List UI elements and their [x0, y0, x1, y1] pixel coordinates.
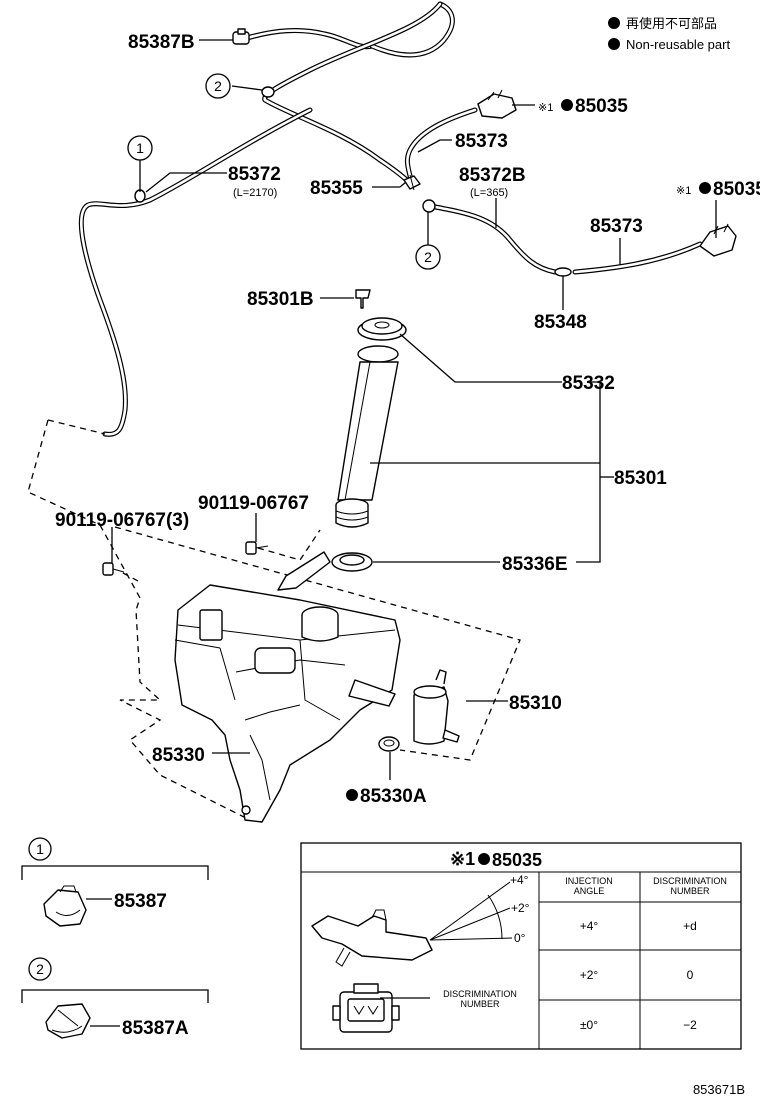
- legend-dot-icon: [608, 17, 620, 29]
- row1-number: +d: [683, 919, 697, 933]
- clamp-callout-2-mid: [422, 199, 436, 213]
- non-reusable-dot-icon: [346, 789, 358, 801]
- label-85348: 85348: [534, 312, 587, 333]
- row2-angle: +2°: [580, 968, 599, 982]
- label-85372-length: (L=2170): [233, 187, 277, 199]
- svg-text:1: 1: [36, 841, 44, 857]
- non-reusable-dot-icon: [561, 99, 573, 111]
- row1-angle: +4°: [580, 919, 599, 933]
- legend-jp: 再使用不可部品: [626, 16, 717, 31]
- label-85035-right: 85035: [713, 179, 760, 200]
- row2-number: 0: [687, 968, 694, 982]
- hose-85373-top: [404, 107, 478, 188]
- clamp-85387-detail: [43, 885, 87, 927]
- col-header-number-2: NUMBER: [670, 886, 710, 896]
- table-title-part: 85035: [492, 850, 542, 870]
- note-mark-top: ※1: [538, 102, 553, 114]
- discrim-label-1: DISCRIMINATION: [443, 989, 517, 999]
- grommet-85336E: [331, 552, 373, 572]
- nozzle-table: ※1 85035 INJECTION ANGLE DISCRIMINATION …: [300, 842, 742, 1050]
- svg-text:2: 2: [214, 78, 222, 94]
- col-header-angle-1: INJECTION: [565, 876, 613, 886]
- nozzle-side-view: [311, 881, 513, 967]
- row3-angle: ±0°: [580, 1018, 598, 1032]
- pump-85310: [413, 669, 460, 745]
- legend-dot-icon: [608, 38, 620, 50]
- row3-number: −2: [683, 1018, 697, 1032]
- legend-en: Non-reusable part: [626, 37, 730, 52]
- joint-85348: [554, 267, 572, 277]
- svg-text:1: 1: [136, 140, 144, 156]
- hose-85373-right: [572, 241, 703, 275]
- figure-id: 853671B: [693, 1082, 745, 1097]
- label-90119-a: 90119-06767: [198, 493, 309, 514]
- non-reusable-dot-icon: [478, 853, 490, 865]
- hose-85372B: [422, 202, 558, 275]
- label-85373-right: 85373: [590, 216, 643, 237]
- label-85387: 85387: [114, 891, 167, 912]
- label-85336E: 85336E: [502, 554, 568, 575]
- note-mark-right: ※1: [676, 185, 691, 197]
- label-90119-b: 90119-06767(3): [55, 510, 189, 531]
- clamp-callout-2-top: [261, 86, 275, 98]
- filler-neck-85301: [335, 361, 399, 528]
- legend: 再使用不可部品 Non-reusable part: [608, 16, 730, 52]
- callout-circle-1: 1: [127, 135, 153, 161]
- label-85330A: 85330A: [360, 786, 427, 807]
- detail-2: 2 85387A: [21, 957, 209, 1039]
- leader-lines: [111, 39, 717, 780]
- label-85372B-length: (L=365): [470, 187, 508, 199]
- label-85035-top: 85035: [575, 96, 628, 117]
- label-85310: 85310: [509, 693, 562, 714]
- nozzle-front-view: [332, 983, 400, 1033]
- detail-1: 1 85387: [21, 837, 209, 927]
- svg-text:2: 2: [36, 961, 44, 977]
- label-85355: 85355: [310, 178, 363, 199]
- joint-85355: [403, 174, 421, 191]
- col-header-angle-2: ANGLE: [574, 886, 605, 896]
- assembly-outline: [27, 419, 251, 821]
- col-header-number-1: DISCRIMINATION: [653, 876, 727, 886]
- nozzle-85035-top: [477, 89, 517, 119]
- clamp-85387B: [232, 28, 250, 45]
- label-85301: 85301: [614, 468, 667, 489]
- svg-text:2: 2: [424, 249, 432, 265]
- discrim-label-2: NUMBER: [460, 999, 500, 1009]
- cap-85332: [357, 317, 407, 363]
- non-reusable-dot-icon: [699, 182, 711, 194]
- clip-85301B: [355, 289, 371, 309]
- table-note-mark: ※1: [450, 849, 475, 869]
- nozzle-85035-right: [699, 223, 737, 257]
- label-85372B: 85372B: [459, 165, 526, 186]
- label-85372: 85372: [228, 164, 281, 185]
- callout-circle-2-mid: 2: [415, 244, 441, 270]
- label-85301B: 85301B: [247, 289, 314, 310]
- label-85332: 85332: [562, 373, 615, 394]
- tank-85330: [174, 551, 401, 823]
- label-85373-top: 85373: [455, 131, 508, 152]
- label-85330: 85330: [152, 745, 205, 766]
- bolt-90119-b: [102, 562, 125, 576]
- bolt-90119-a: [245, 541, 269, 555]
- grommet-85330A: [378, 736, 400, 752]
- label-85387B: 85387B: [128, 32, 195, 53]
- angle-label-2: +2°: [511, 901, 530, 915]
- angle-label-0: 0°: [514, 931, 526, 945]
- clamp-85387A-detail: [45, 1003, 91, 1039]
- angle-label-4: +4°: [510, 873, 529, 887]
- label-85387A: 85387A: [122, 1018, 189, 1039]
- hose-85372: [78, 1, 455, 437]
- callout-circle-2-top: 2: [205, 73, 231, 99]
